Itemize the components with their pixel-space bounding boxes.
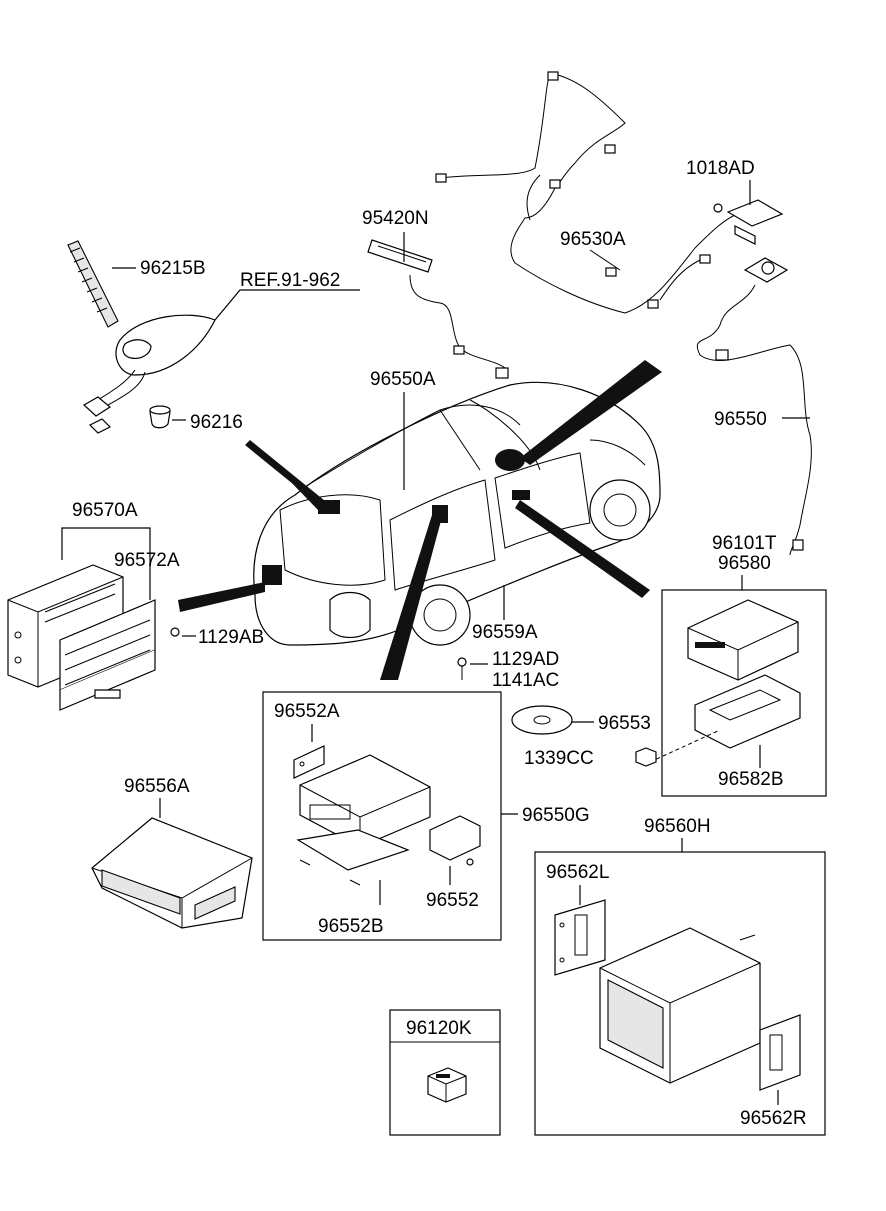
label-1018AD: 1018AD xyxy=(686,158,755,179)
label-96560H: 96560H xyxy=(644,816,711,837)
head-unit-96560H xyxy=(599,927,761,1084)
disc-96553 xyxy=(511,705,573,735)
label-96216: 96216 xyxy=(190,412,243,433)
label-1141AC: 1141AC xyxy=(492,670,559,691)
screw-1129AD xyxy=(457,657,467,667)
bracket-96572A xyxy=(59,599,156,711)
label-96562R: 96562R xyxy=(740,1108,807,1129)
label-96552A: 96552A xyxy=(274,701,340,722)
label-96582B: 96582B xyxy=(718,769,784,790)
dashed-guide xyxy=(649,729,721,763)
label-1129AB: 1129AB xyxy=(198,627,264,648)
cable-96550 xyxy=(696,257,812,556)
screw-1129AB xyxy=(170,627,180,637)
label-96550A: 96550A xyxy=(370,369,436,390)
nut-1339CC xyxy=(635,747,657,767)
label-96552B: 96552B xyxy=(318,916,384,937)
label-96572A: 96572A xyxy=(114,550,180,571)
gps-antenna-cable xyxy=(367,239,509,379)
leader-96570A xyxy=(61,527,151,600)
bracket-1018AD xyxy=(713,199,784,245)
car-illustration xyxy=(253,381,661,646)
label-95420N: 95420N xyxy=(362,208,429,229)
bracket-96552B xyxy=(296,829,410,886)
label-96559A: 96559A xyxy=(472,622,538,643)
roof-harness-96530A xyxy=(435,71,741,314)
label-96553: 96553 xyxy=(598,713,651,734)
group-box-96580 xyxy=(661,589,827,797)
label-96562L: 96562L xyxy=(546,862,609,883)
group-box-96120K xyxy=(389,1009,501,1136)
bracket-96562R xyxy=(759,1014,801,1091)
bracket-96562L xyxy=(554,899,606,976)
bracket-96552A xyxy=(293,745,325,779)
label-96550G: 96550G xyxy=(522,805,590,826)
bracket-96582B xyxy=(694,674,801,749)
cover-96556A xyxy=(91,817,253,929)
leader-ref xyxy=(214,289,360,321)
label-1339CC: 1339CC xyxy=(524,748,594,769)
group-box-96550G xyxy=(262,691,502,941)
label-96120K: 96120K xyxy=(406,1018,472,1039)
label-96556A: 96556A xyxy=(124,776,190,797)
label-96550: 96550 xyxy=(714,409,767,430)
label-96101T: 96101T xyxy=(712,533,777,554)
group-box-96560H xyxy=(534,851,826,1136)
label-96580: 96580 xyxy=(718,553,771,574)
label-1129AD: 1129AD xyxy=(492,649,559,670)
navigation-unit-96580 xyxy=(687,599,799,681)
label-ref: REF.91-962 xyxy=(240,270,340,291)
label-96570A: 96570A xyxy=(72,500,138,521)
label-96215B: 96215B xyxy=(140,258,206,279)
bracket-96552 xyxy=(429,815,481,866)
label-96552: 96552 xyxy=(426,890,479,911)
label-96530A: 96530A xyxy=(560,229,626,250)
roof-antenna-assembly xyxy=(67,240,216,434)
jack-96120K xyxy=(427,1067,467,1103)
callout-arrows xyxy=(178,360,662,680)
